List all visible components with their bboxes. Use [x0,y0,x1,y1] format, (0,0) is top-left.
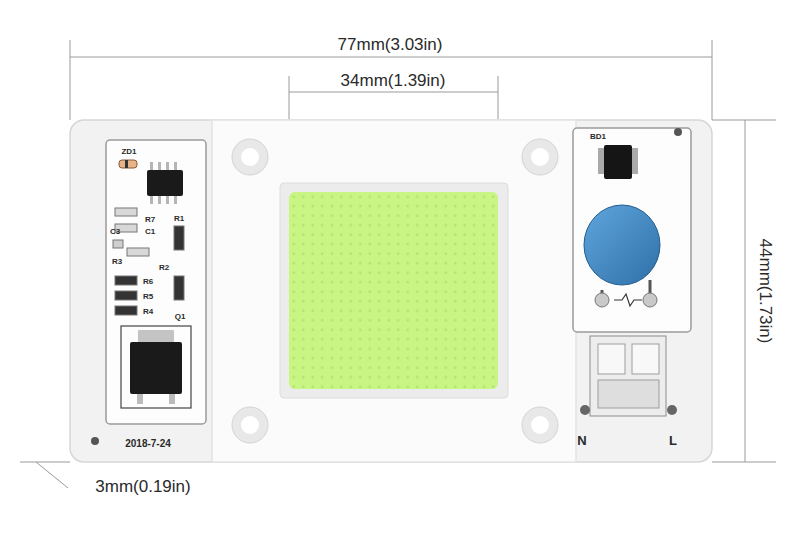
component-label: R7 [145,216,155,224]
component-label: C1 [145,228,155,236]
led-frame [280,183,508,398]
aluminium-board [70,120,712,462]
component-label: R1 [174,215,184,223]
driver-pcb [106,140,206,424]
component-label: Q1 [175,313,186,321]
dimension-label: 34mm(1.39in) [341,72,446,89]
led-phosphor [289,192,498,389]
date-code: 2018-7-24 [125,439,171,449]
component-label: C3 [110,228,120,236]
fiducial-dot [674,128,682,136]
component-label: R2 [159,264,169,272]
dimension-label: 44mm(1.73in) [757,239,774,344]
component-label: R3 [112,258,122,266]
dimension-label: 77mm(3.03in) [338,36,443,53]
led-grid [289,192,498,389]
component-label: ZD1 [121,148,136,156]
center-panel [212,120,576,462]
terminal-label: L [669,434,677,447]
component-label: R6 [143,278,153,286]
rectifier-pcb [573,128,691,416]
dimension-label: 3mm(0.19in) [95,478,190,495]
mounting-holes [232,139,558,443]
dimension-lines [20,40,776,488]
component-label: R5 [143,293,153,301]
fiducial-dot [91,437,99,445]
component-label: R4 [143,308,153,316]
terminal-label: N [577,434,586,447]
component-label: BD1 [590,133,606,141]
